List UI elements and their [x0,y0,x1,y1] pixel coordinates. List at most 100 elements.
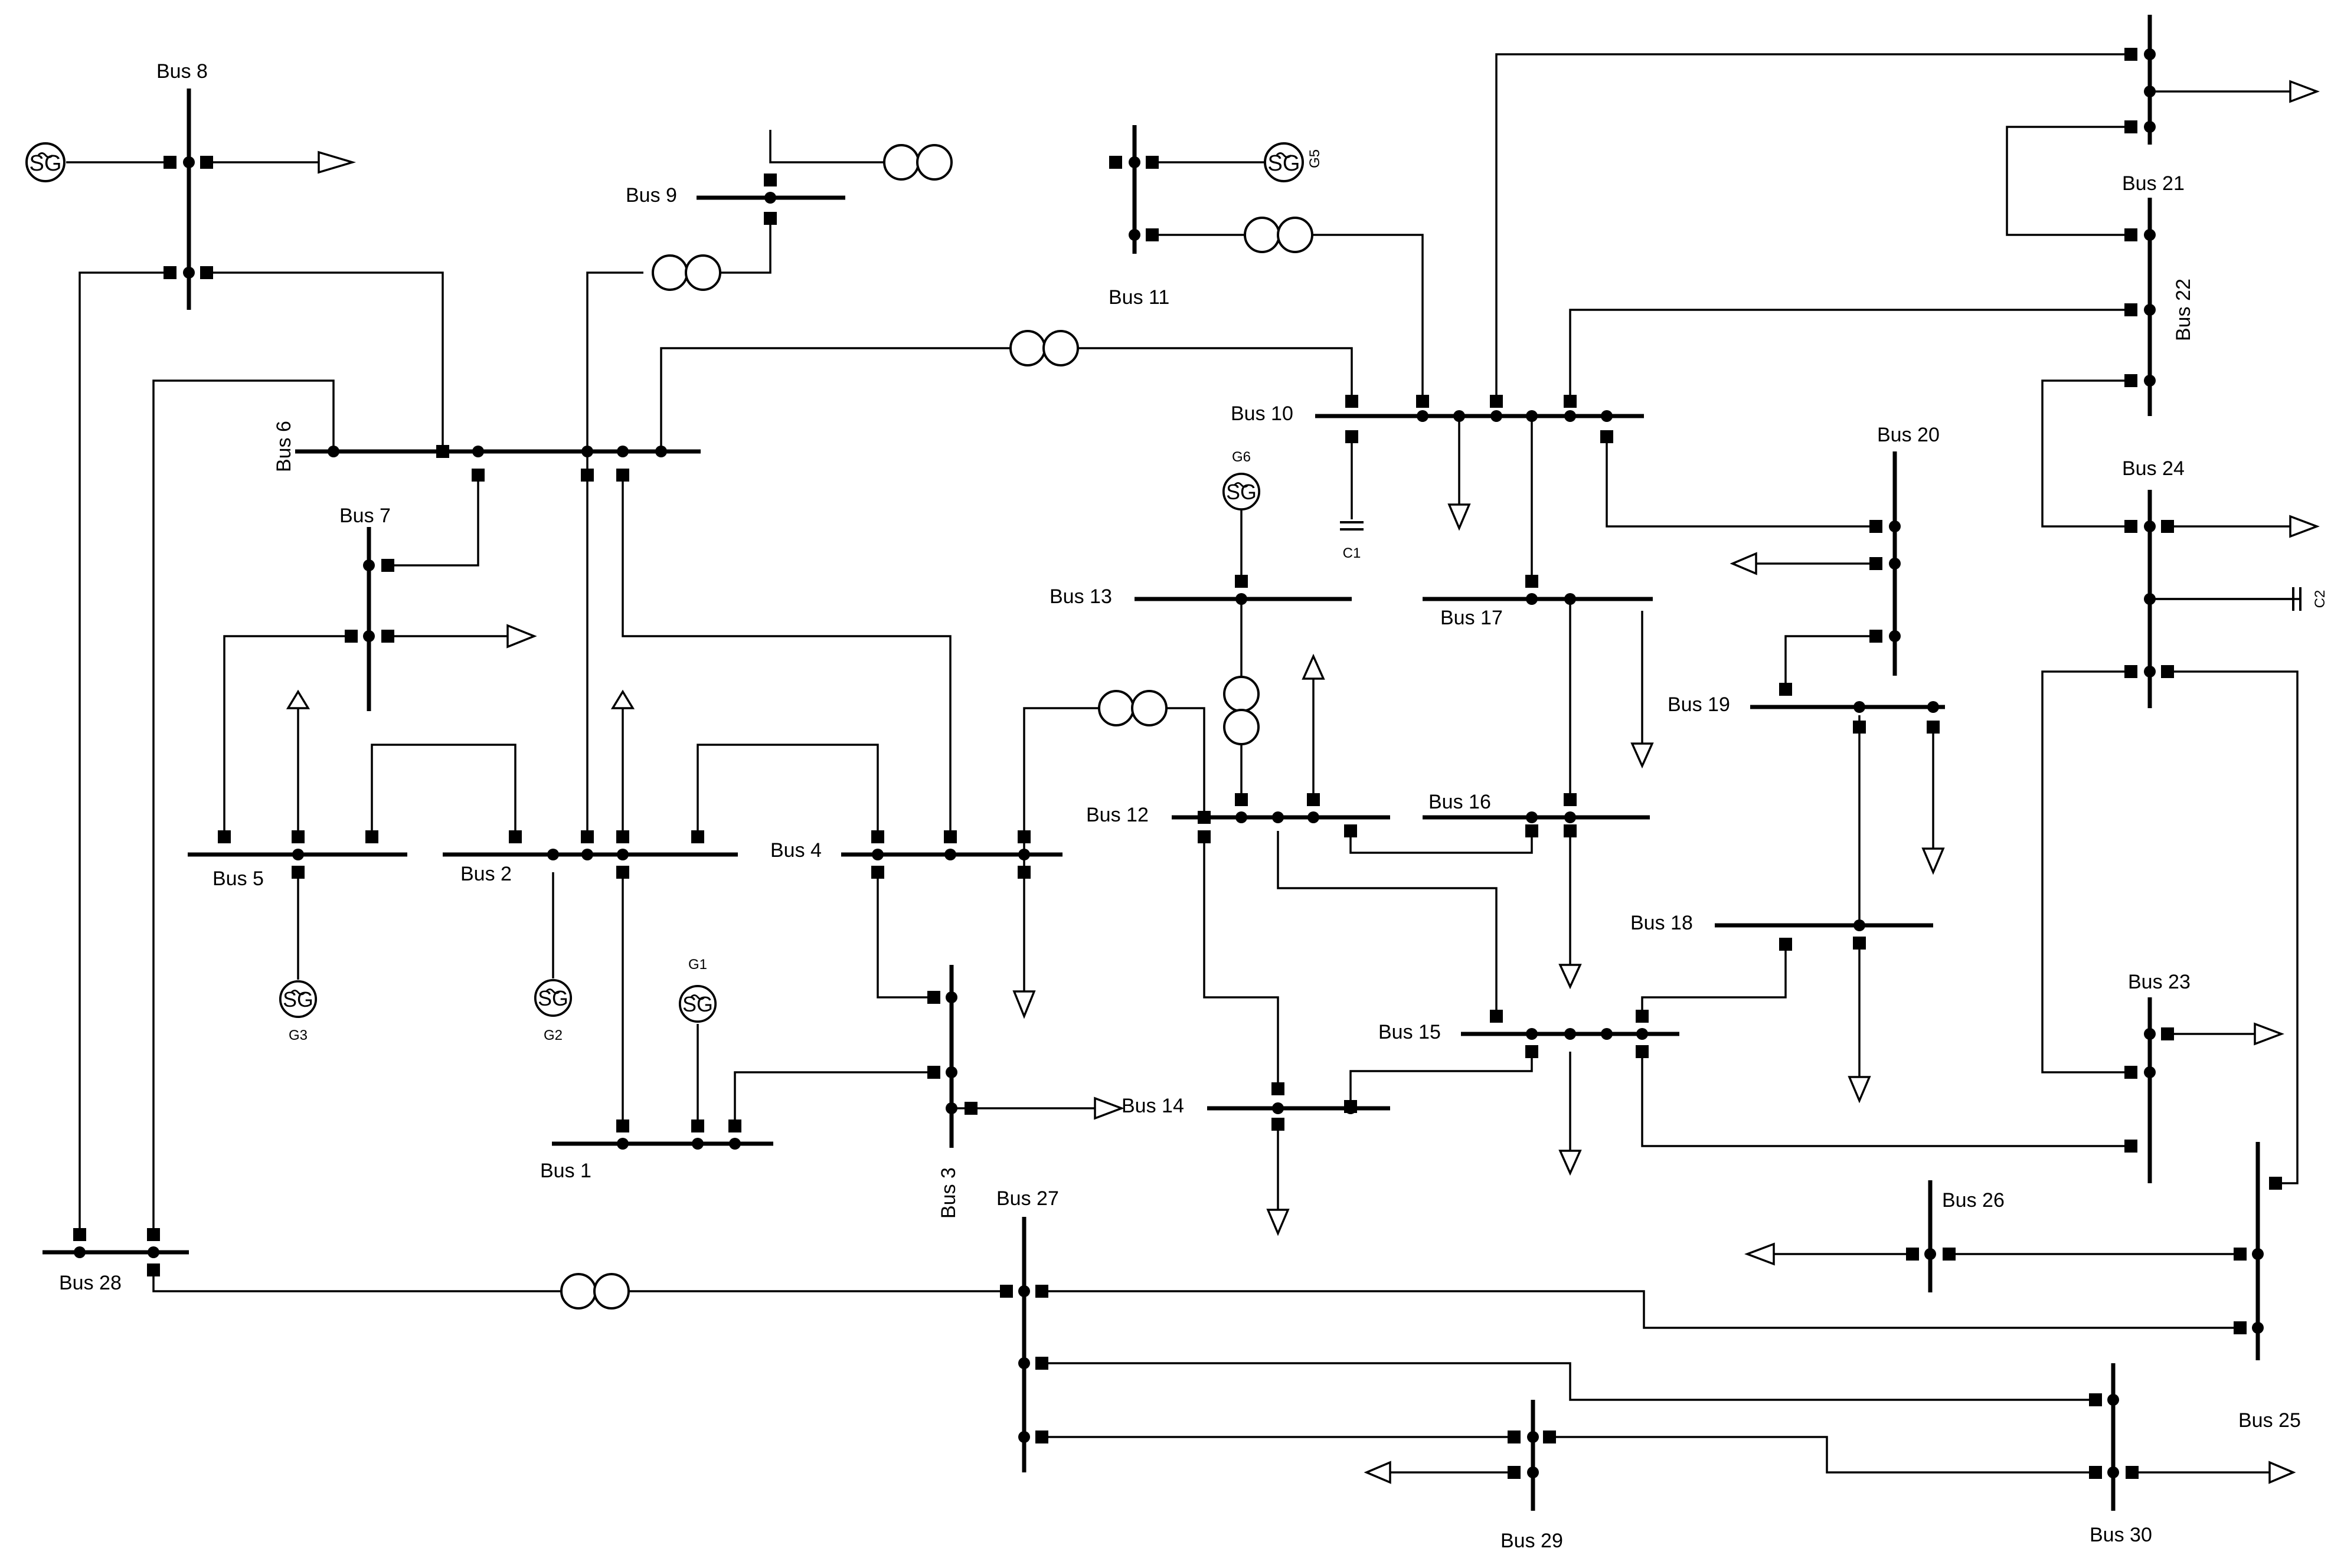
breaker-square [509,830,522,843]
connection-node [1853,919,1865,931]
load-arrow [610,689,635,709]
breaker-square [381,559,394,572]
bus-3-label: Bus 3 [937,1167,960,1219]
connection-node [2144,1028,2156,1040]
breaker-square [581,469,594,482]
connection-node [2144,593,2156,605]
bus-1-label: Bus 1 [540,1160,591,1182]
connection-node [183,267,195,279]
load-arrow [1744,1242,1775,1266]
breaker-square [616,1119,629,1132]
connection-node [2252,1248,2264,1260]
breaker-square [1235,793,1248,806]
breaker-square [1271,1118,1284,1131]
connection-node [1526,1028,1538,1040]
breaker-square [871,830,884,843]
bus-18-label: Bus 18 [1630,912,1693,934]
load-arrow [2289,80,2320,103]
bus-19-label: Bus 19 [1668,693,1730,716]
bus-30-label: Bus 30 [2090,1524,2152,1546]
breaker-square [581,830,594,843]
connection-node [363,559,375,571]
breaker-square [2124,1140,2137,1153]
breaker-square [1035,1357,1048,1370]
breaker-square [1146,156,1159,169]
breaker-square [1543,1430,1556,1443]
breaker-square [944,830,957,843]
connection-node [1526,593,1538,605]
breaker-square [1416,395,1429,408]
breaker-square [147,1263,160,1276]
breaker-square [728,1119,741,1132]
breaker-square [2234,1248,2247,1261]
breaker-square [1490,395,1503,408]
breaker-square [1869,630,1882,643]
breaker-square [764,212,777,225]
breaker-square [1235,575,1248,588]
bus-24-label: Bus 24 [2122,457,2185,480]
connection-node [1235,593,1247,605]
transformer-6-9 [652,254,721,291]
breaker-square [2126,1466,2139,1479]
connection-node [1527,1431,1539,1443]
breaker-square [2124,228,2137,241]
connection-node [729,1138,741,1150]
bus-20-label: Bus 20 [1877,424,1940,446]
bus-15-label: Bus 15 [1378,1021,1441,1043]
connection-node [1417,410,1428,422]
breaker-square [1035,1285,1048,1298]
load-arrow [1921,847,1945,875]
connection-node [1636,1028,1648,1040]
generator-g3: G3 [279,980,318,1043]
connection-node [1129,156,1140,168]
connection-node [1853,701,1865,713]
breaker-square [1018,866,1031,879]
bus-labels: Bus 8 Bus 9 Bus 11 Bus 6 Bus 7 Bus 5 Bus… [59,60,2328,1552]
breaker-square [871,866,884,879]
connection-node [1527,1466,1539,1478]
c1-label: C1 [1343,545,1361,561]
breaker-square [2124,303,2137,316]
breaker-square [2161,665,2174,678]
breaker-square [927,1066,940,1079]
capacitor-c2 [2292,587,2301,611]
connection-node [1307,811,1319,823]
connection-node [617,849,629,860]
connection-node [2144,1066,2156,1078]
connection-node [692,1138,704,1150]
breaker-square [1307,793,1320,806]
connection-node [1490,410,1502,422]
connection-node [2144,666,2156,677]
bus-9-label: Bus 9 [626,184,677,207]
connection-node [655,446,667,457]
connection-node [1564,593,1576,605]
breaker-square [616,830,629,843]
breaker-square [2269,1177,2282,1190]
breaker-square [381,630,394,643]
connection-node [1272,1102,1284,1114]
load-arrow [1730,552,1757,575]
connection-node [2144,229,2156,241]
breaker-square [1345,430,1358,443]
breaker-square [1779,938,1792,951]
connection-node [292,849,304,860]
connection-node [74,1246,86,1258]
breaker-square [147,1228,160,1241]
breaker-square [691,1119,704,1132]
breaker-square [2124,374,2137,387]
breaker-square [1943,1248,1956,1261]
load-arrow [1630,742,1654,769]
generator-g2: G2 [534,978,573,1043]
bus-21-label: Bus 21 [2122,172,2185,195]
connection-node [1889,630,1901,642]
breaker-square [1345,395,1358,408]
load-arrow [286,689,310,709]
g2-label: G2 [544,1027,563,1043]
bus-8-label: Bus 8 [156,60,208,83]
bus-26-label: Bus 26 [1942,1189,2005,1212]
connection-nodes [74,48,2264,1478]
breaker-square [200,156,213,169]
bus-4-label: Bus 4 [770,839,822,862]
connection-node [2144,48,2156,60]
